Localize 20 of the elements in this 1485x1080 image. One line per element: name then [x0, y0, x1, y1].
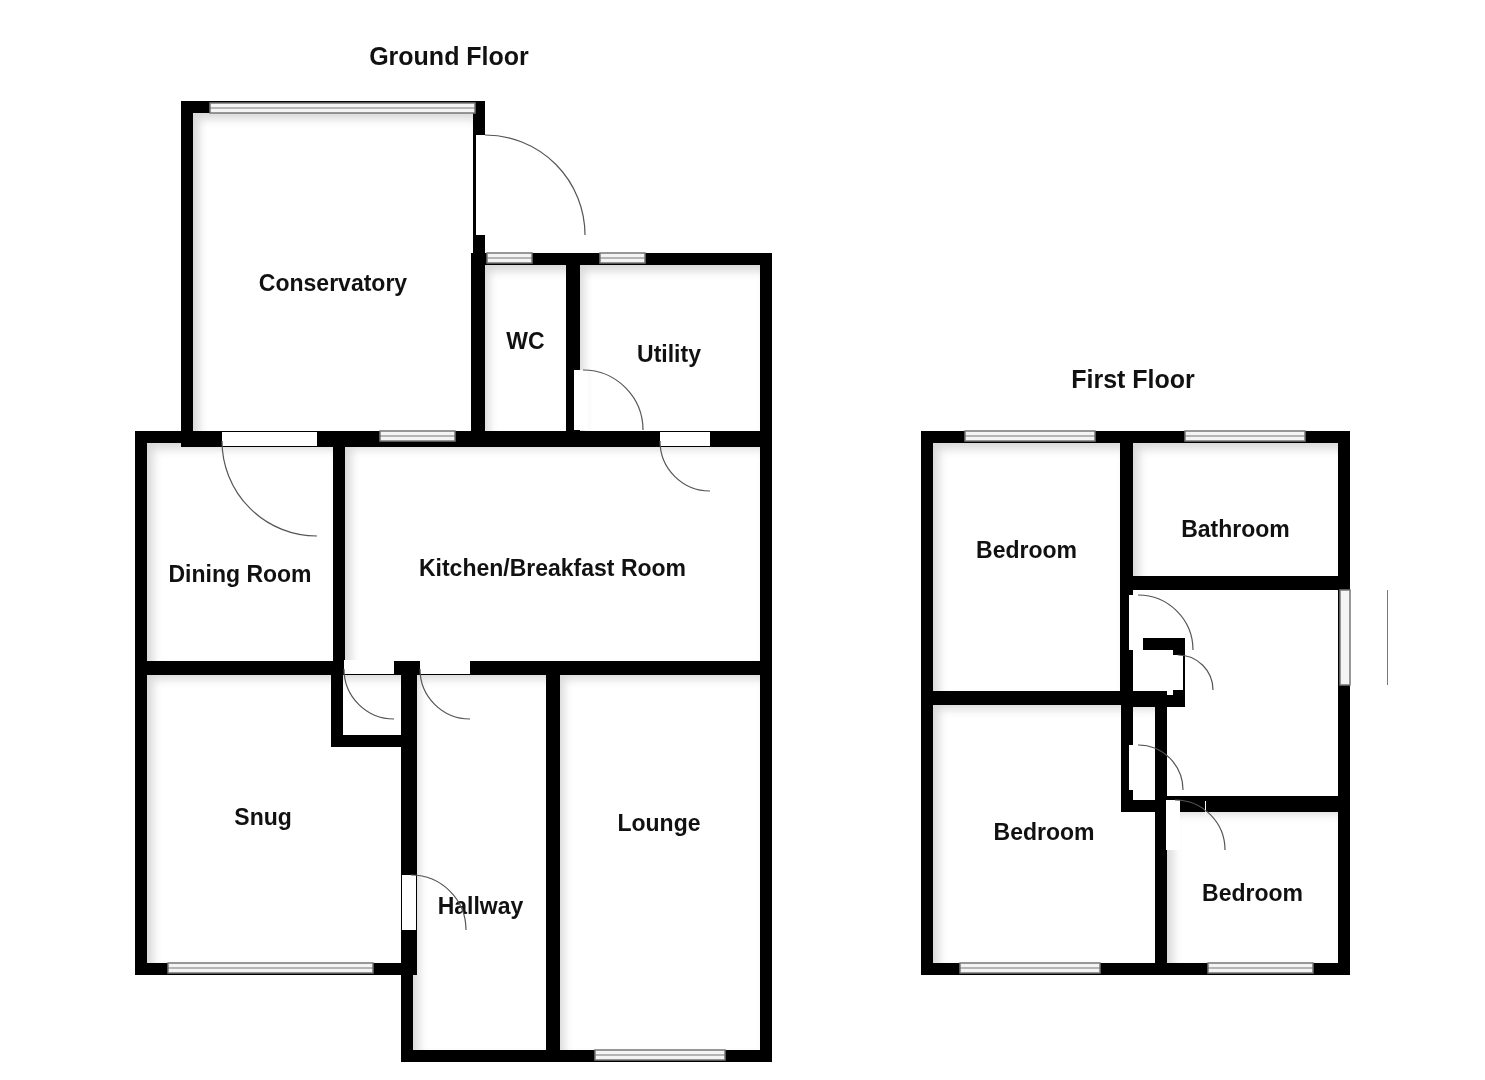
room-name: WC — [506, 328, 545, 355]
floor-heading: Ground Floor — [369, 42, 529, 71]
room-name: Conservatory — [258, 271, 408, 297]
room-floor — [933, 703, 1155, 963]
room-floor — [147, 443, 333, 663]
room-name: Bedroom — [993, 820, 1095, 846]
room-floor — [413, 673, 548, 1050]
room-floor — [558, 673, 760, 1050]
room-name: Dining Room — [168, 562, 312, 588]
room-name: Bedroom — [1202, 880, 1303, 906]
room-name: Lounge — [617, 811, 701, 837]
room-name: Bathroom — [1181, 516, 1290, 543]
room-floor — [1133, 443, 1338, 578]
room-name: Snug — [234, 805, 292, 831]
room-name: Utility — [637, 342, 701, 368]
room-name: Kitchen/Breakfast Room — [418, 555, 687, 582]
room-floor — [933, 443, 1120, 693]
room-name: Hallway — [437, 894, 524, 920]
room-name: Bedroom — [976, 537, 1077, 564]
floor-heading: First Floor — [1071, 365, 1195, 394]
